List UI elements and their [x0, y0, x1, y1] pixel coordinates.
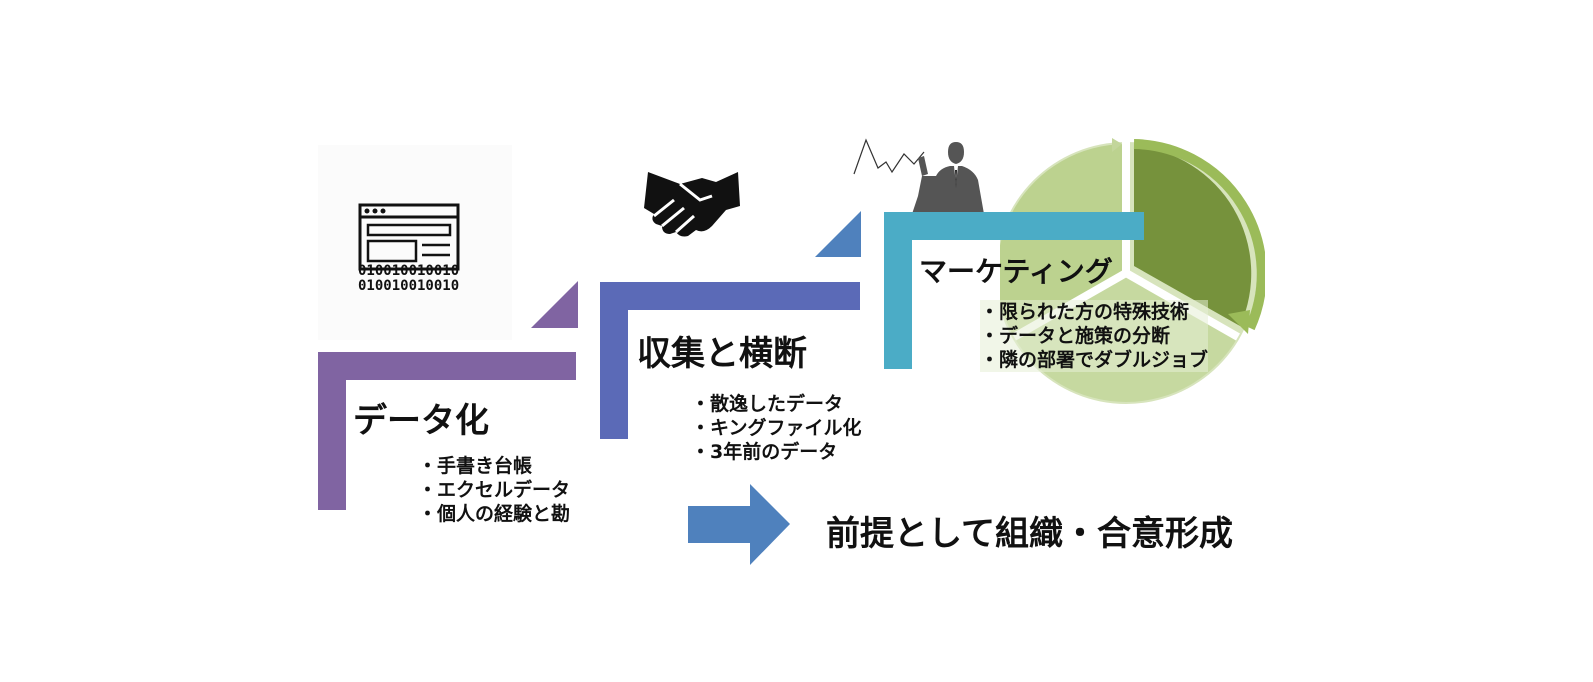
handshake-icon: [644, 172, 740, 237]
list-item: エクセルデータ: [418, 478, 570, 502]
list-item: 手書き台帳: [418, 454, 570, 478]
conclusion-text: 前提として組織・合意形成: [826, 514, 1233, 554]
list-item: 3年前のデータ: [691, 440, 861, 464]
step2-arrow-tip: [815, 211, 861, 257]
step2-bracket: [600, 282, 860, 439]
step1-icon-panel: 010010010010 010010010010: [318, 145, 512, 340]
list-item: キングファイル化: [691, 416, 861, 440]
web-page-binary-icon: 010010010010 010010010010: [358, 203, 460, 294]
step3-bracket: [884, 212, 1144, 369]
step1-bullet-list: 手書き台帳 エクセルデータ 個人の経験と勘: [418, 454, 570, 526]
step2-title: 収集と横断: [637, 334, 807, 374]
step1-title: データ化: [353, 401, 489, 441]
list-item: 限られた方の特殊技術: [980, 300, 1208, 324]
step2-bullet-list: 散逸したデータ キングファイル化 3年前のデータ: [691, 392, 861, 464]
svg-text:010010010010: 010010010010: [358, 278, 459, 294]
step3-title: マーケティング: [919, 255, 1113, 288]
list-item: データと施策の分断: [980, 324, 1208, 348]
list-item: 隣の部署でダブルジョブ: [980, 348, 1208, 372]
businessman-chart-icon: [853, 138, 984, 214]
step3-bullet-list: 限られた方の特殊技術 データと施策の分断 隣の部署でダブルジョブ: [980, 300, 1209, 372]
right-arrow-icon: [688, 484, 790, 565]
step1-arrow-tip: [531, 281, 578, 328]
step1-bracket: [318, 352, 576, 510]
list-item: 散逸したデータ: [691, 392, 861, 416]
list-item: 個人の経験と勘: [418, 502, 570, 526]
svg-text:010010010010: 010010010010: [358, 263, 459, 279]
